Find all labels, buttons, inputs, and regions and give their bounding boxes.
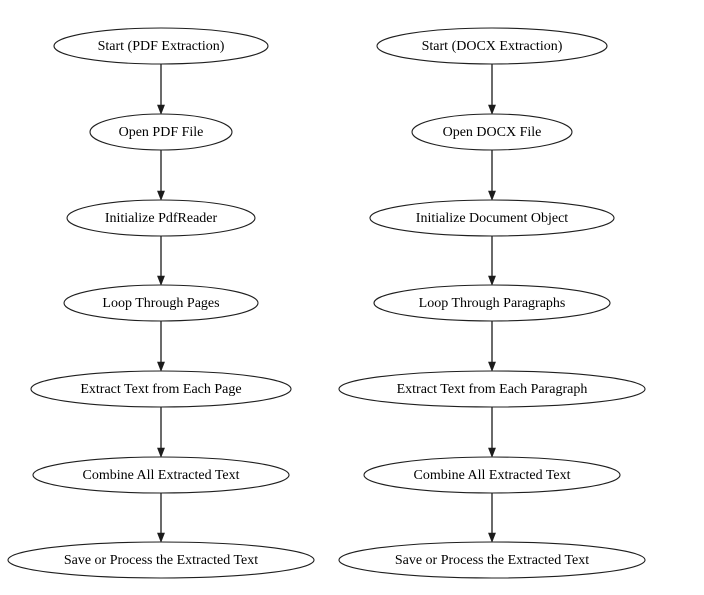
edge-docx-combine-to-docx-save (488, 493, 496, 543)
flow-node-docx-save[interactable]: Save or Process the Extracted Text (338, 541, 646, 579)
node-label-pdf-extract: Extract Text from Each Page (80, 382, 241, 397)
node-ellipse-docx-start (376, 27, 608, 65)
node-ellipse-docx-extract (338, 370, 646, 408)
node-ellipse-pdf-save (7, 541, 315, 579)
edge-pdf-extract-to-pdf-combine (157, 407, 165, 458)
flow-node-docx-loop[interactable]: Loop Through Paragraphs (373, 284, 611, 322)
edge-docx-open-to-docx-init (488, 150, 496, 201)
node-label-pdf-open: Open PDF File (119, 125, 204, 140)
node-label-docx-extract: Extract Text from Each Paragraph (397, 382, 588, 397)
edge-pdf-loop-to-pdf-extract (157, 321, 165, 372)
flow-node-pdf-start[interactable]: Start (PDF Extraction) (53, 27, 269, 65)
node-ellipse-pdf-start (53, 27, 269, 65)
flow-node-docx-open[interactable]: Open DOCX File (411, 113, 573, 151)
edge-pdf-open-to-pdf-init (157, 150, 165, 201)
flow-node-pdf-extract[interactable]: Extract Text from Each Page (30, 370, 292, 408)
flow-node-pdf-save[interactable]: Save or Process the Extracted Text (7, 541, 315, 579)
edge-pdf-init-to-pdf-loop (157, 236, 165, 286)
edges-layer (157, 64, 496, 543)
node-ellipse-pdf-loop (63, 284, 259, 322)
node-label-pdf-loop: Loop Through Pages (102, 296, 219, 311)
edge-pdf-combine-to-pdf-save (157, 493, 165, 543)
flow-node-docx-start[interactable]: Start (DOCX Extraction) (376, 27, 608, 65)
node-ellipse-docx-combine (363, 456, 621, 494)
flow-node-docx-init[interactable]: Initialize Document Object (369, 199, 615, 237)
edge-pdf-start-to-pdf-open (157, 64, 165, 115)
node-ellipse-pdf-init (66, 199, 256, 237)
node-label-docx-start: Start (DOCX Extraction) (422, 39, 563, 54)
node-label-pdf-init: Initialize PdfReader (105, 211, 218, 226)
node-ellipse-docx-open (411, 113, 573, 151)
node-ellipse-docx-save (338, 541, 646, 579)
node-label-docx-open: Open DOCX File (443, 125, 542, 140)
flow-node-pdf-loop[interactable]: Loop Through Pages (63, 284, 259, 322)
node-label-docx-save: Save or Process the Extracted Text (395, 553, 589, 568)
flow-node-docx-extract[interactable]: Extract Text from Each Paragraph (338, 370, 646, 408)
flow-node-docx-combine[interactable]: Combine All Extracted Text (363, 456, 621, 494)
edge-docx-start-to-docx-open (488, 64, 496, 115)
node-label-docx-init: Initialize Document Object (416, 211, 568, 226)
node-label-pdf-combine: Combine All Extracted Text (82, 468, 239, 483)
flow-node-pdf-open[interactable]: Open PDF File (89, 113, 233, 151)
node-label-pdf-start: Start (PDF Extraction) (98, 39, 225, 54)
node-label-pdf-save: Save or Process the Extracted Text (64, 553, 258, 568)
edge-docx-loop-to-docx-extract (488, 321, 496, 372)
node-ellipse-docx-loop (373, 284, 611, 322)
node-label-docx-combine: Combine All Extracted Text (413, 468, 570, 483)
flow-node-pdf-init[interactable]: Initialize PdfReader (66, 199, 256, 237)
node-ellipse-pdf-extract (30, 370, 292, 408)
edge-docx-init-to-docx-loop (488, 236, 496, 286)
edge-docx-extract-to-docx-combine (488, 407, 496, 458)
node-ellipse-docx-init (369, 199, 615, 237)
flow-node-pdf-combine[interactable]: Combine All Extracted Text (32, 456, 290, 494)
node-ellipse-pdf-combine (32, 456, 290, 494)
nodes-layer: Start (PDF Extraction) Open PDF FileIniti… (7, 27, 646, 579)
node-label-docx-loop: Loop Through Paragraphs (419, 296, 566, 311)
node-ellipse-pdf-open (89, 113, 233, 151)
